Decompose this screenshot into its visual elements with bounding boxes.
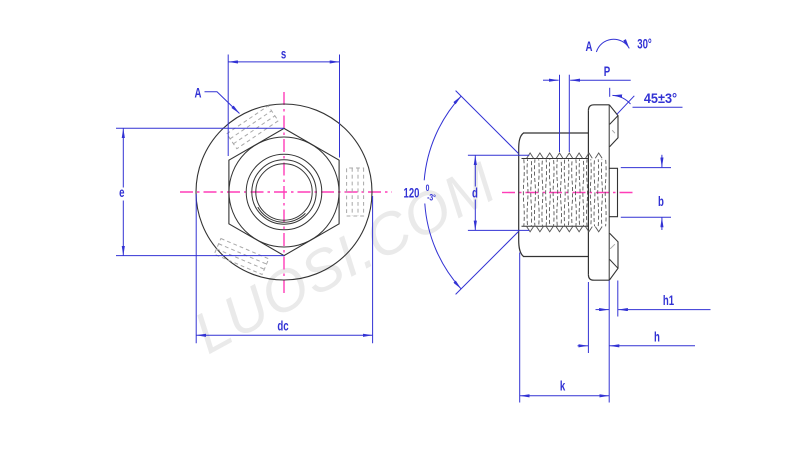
svg-text:k: k <box>560 379 566 394</box>
svg-text:-3°: -3° <box>427 192 436 202</box>
svg-text:P: P <box>604 65 611 80</box>
svg-text:0: 0 <box>426 183 430 193</box>
svg-text:e: e <box>119 186 125 201</box>
svg-text:120: 120 <box>404 185 420 201</box>
svg-text:b: b <box>658 194 664 209</box>
svg-text:h: h <box>654 330 660 345</box>
svg-text:d: d <box>472 186 478 201</box>
svg-text:45±3°: 45±3° <box>644 91 677 106</box>
svg-text:h1: h1 <box>663 294 675 309</box>
svg-text:s: s <box>281 47 286 62</box>
svg-text:dc: dc <box>277 319 289 334</box>
svg-text:A: A <box>586 40 593 55</box>
svg-text:A: A <box>195 86 202 101</box>
svg-text:30°: 30° <box>637 37 652 52</box>
